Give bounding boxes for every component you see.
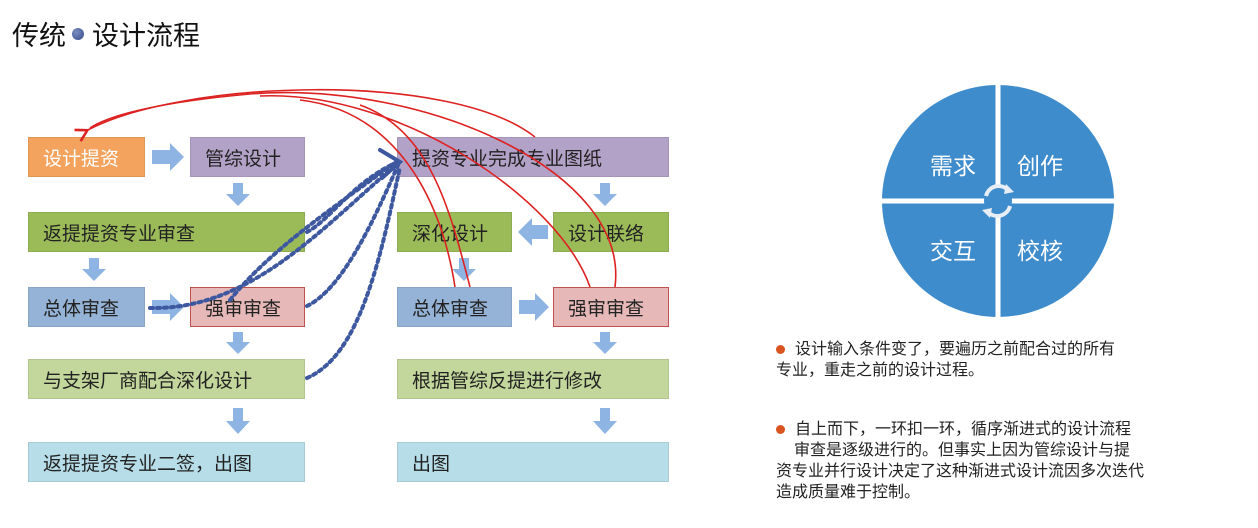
cycle-diagram — [882, 85, 1114, 317]
note-2-line-1: 自上而下，一环扣一环，循序渐进式的设计流程 — [795, 419, 1132, 438]
note-2-line-2: 审查是逐级进行的。但事实上因为管综设计与提 — [794, 440, 1131, 459]
title-left: 传统 — [12, 21, 66, 52]
box-left-overall-review: 总体审查 — [28, 287, 145, 327]
note-1-line-2: 专业，重走之前的设计过程。 — [776, 360, 985, 379]
arrow-down-icon — [593, 408, 617, 434]
arrow-left-icon — [518, 218, 548, 246]
box-revise: 根据管综反提进行修改 — [397, 359, 669, 399]
cycle-label-create: 创作 — [1017, 154, 1063, 180]
box-output: 出图 — [397, 442, 669, 482]
arrow-right-icon — [152, 143, 184, 171]
bullet-icon — [776, 425, 785, 434]
arrow-down-icon — [593, 332, 617, 354]
cycle-arrow-icon — [1004, 184, 1014, 194]
arrow-down-icon — [226, 183, 250, 206]
cycle-arrow-icon — [982, 208, 992, 218]
title-right: 设计流程 — [92, 21, 200, 52]
note-1: 设计输入条件变了，要遍历之前配合过的所有 专业，重走之前的设计过程。 — [776, 338, 1246, 380]
arrow-down-icon — [226, 332, 250, 354]
note-2-line-4: 造成质量难于控制。 — [776, 482, 921, 501]
cycle-label-check: 校核 — [1017, 239, 1063, 265]
box-pipe-design: 管综设计 — [190, 137, 305, 177]
box-right-overall-review: 总体审查 — [397, 287, 512, 327]
arrow-down-icon — [452, 258, 476, 281]
page-title: 传统 设计流程 — [12, 14, 200, 53]
cycle-label-interact: 交互 — [930, 239, 976, 265]
cycle-label-demand: 需求 — [930, 154, 976, 180]
dotted-arrowhead-icon — [378, 148, 404, 180]
note-2-line-3: 资专业并行设计决定了这种渐进式设计流因多次迭代 — [776, 461, 1145, 480]
bullet-icon — [776, 345, 785, 354]
title-dot-icon — [72, 27, 84, 40]
note-2: 自上而下，一环扣一环，循序渐进式的设计流程 审查是逐级进行的。但事实上因为管综设… — [776, 418, 1251, 502]
box-left-mandatory-review: 强审审查 — [190, 287, 305, 327]
note-1-line-1: 设计输入条件变了，要遍历之前配合过的所有 — [795, 339, 1116, 358]
arrow-right-icon — [519, 293, 549, 321]
arrow-down-icon — [593, 183, 617, 206]
arrow-down-icon — [82, 258, 106, 281]
arrow-down-icon — [226, 408, 250, 434]
box-return-review: 返提提资专业审查 — [28, 212, 305, 252]
box-return-sign: 返提提资专业二签，出图 — [28, 442, 305, 482]
box-right-mandatory-review: 强审审查 — [553, 287, 669, 327]
box-support-vendor: 与支架厂商配合深化设计 — [28, 359, 305, 399]
box-design-submit: 设计提资 — [28, 137, 145, 177]
